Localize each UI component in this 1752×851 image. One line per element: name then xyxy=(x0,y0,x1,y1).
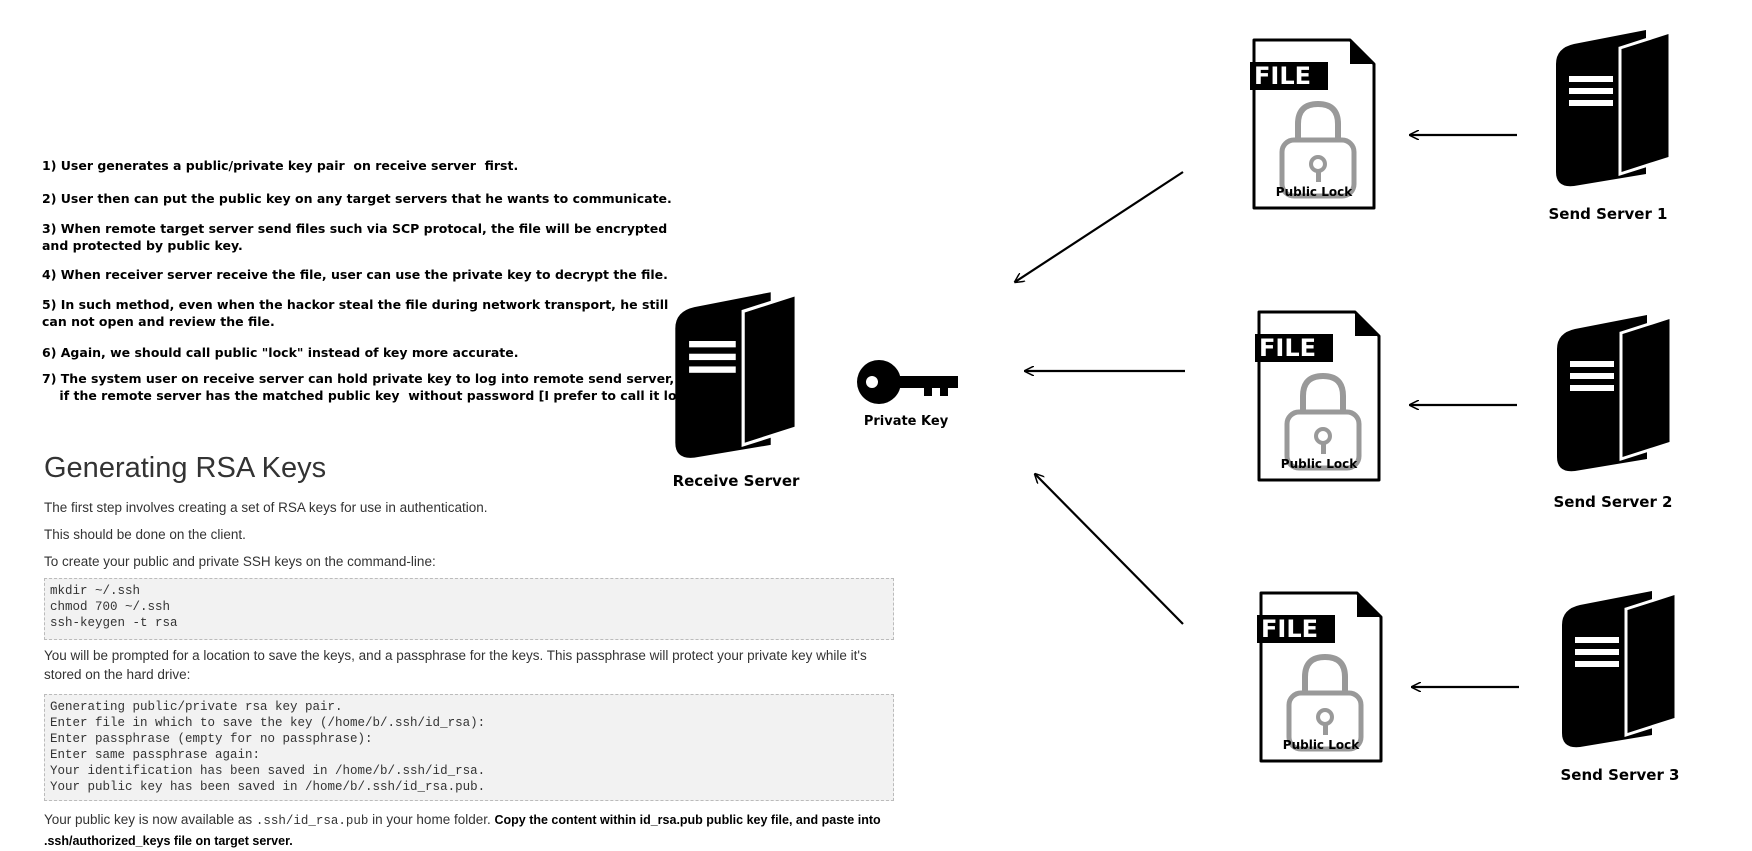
step-7: 7) The system user on receive server can… xyxy=(42,371,703,403)
public-lock-label: Public Lock xyxy=(1281,457,1358,471)
p5-code: .ssh/id_rsa.pub xyxy=(255,814,369,828)
receive-server-icon xyxy=(673,290,798,460)
send-server-2-icon xyxy=(1555,313,1673,473)
doc-paragraph-5: Your public key is now available as .ssh… xyxy=(44,810,904,851)
receive-server-label: Receive Server xyxy=(673,472,800,490)
step-3: 3) When remote target server send files … xyxy=(42,221,668,253)
send-server-2-label: Send Server 2 xyxy=(1554,493,1673,511)
send-server-1-label: Send Server 1 xyxy=(1549,205,1668,223)
p5-mid: in your home folder. xyxy=(368,812,495,827)
send-server-3-label: Send Server 3 xyxy=(1561,766,1680,784)
encrypted-file-icon: FILE Public Lock xyxy=(1255,312,1379,480)
arrow-file3-to-receive xyxy=(1035,474,1184,625)
doc-paragraph-4: You will be prompted for a location to s… xyxy=(44,648,867,682)
encrypted-file-icon: FILE Public Lock xyxy=(1257,593,1381,761)
encrypted-file-icon: FILE Public Lock xyxy=(1250,40,1374,208)
p5-strong: Copy the content within id_rsa.pub publi… xyxy=(44,813,881,848)
file-badge: FILE xyxy=(1259,334,1316,362)
arrow-file1-to-receive xyxy=(1015,171,1184,282)
code-block-mkdir: mkdir ~/.ssh chmod 700 ~/.ssh ssh-keygen… xyxy=(44,578,894,640)
private-key-label: Private Key xyxy=(864,414,949,429)
doc-paragraph-2: This should be done on the client. xyxy=(44,527,246,542)
file-badge: FILE xyxy=(1261,615,1318,643)
step-1: 1) User generates a public/private key p… xyxy=(42,158,519,173)
step-2: 2) User then can put the public key on a… xyxy=(42,191,672,206)
code-block-keygen-output: Generating public/private rsa key pair. … xyxy=(44,694,894,801)
step-6: 6) Again, we should call public "lock" i… xyxy=(42,345,519,360)
doc-paragraph-1: The first step involves creating a set o… xyxy=(44,500,488,515)
doc-paragraph-3: To create your public and private SSH ke… xyxy=(44,554,436,569)
send-server-1-icon xyxy=(1554,28,1672,188)
step-5: 5) In such method, even when the hackor … xyxy=(42,297,669,329)
doc-heading: Generating RSA Keys xyxy=(44,452,327,484)
p5-prefix: Your public key is now available as xyxy=(44,812,256,827)
step-4: 4) When receiver server receive the file… xyxy=(42,267,668,282)
private-key-icon xyxy=(857,360,958,404)
public-lock-label: Public Lock xyxy=(1283,738,1360,752)
send-server-3-icon xyxy=(1560,589,1678,749)
file-badge: FILE xyxy=(1254,62,1311,90)
public-lock-label: Public Lock xyxy=(1276,185,1353,199)
